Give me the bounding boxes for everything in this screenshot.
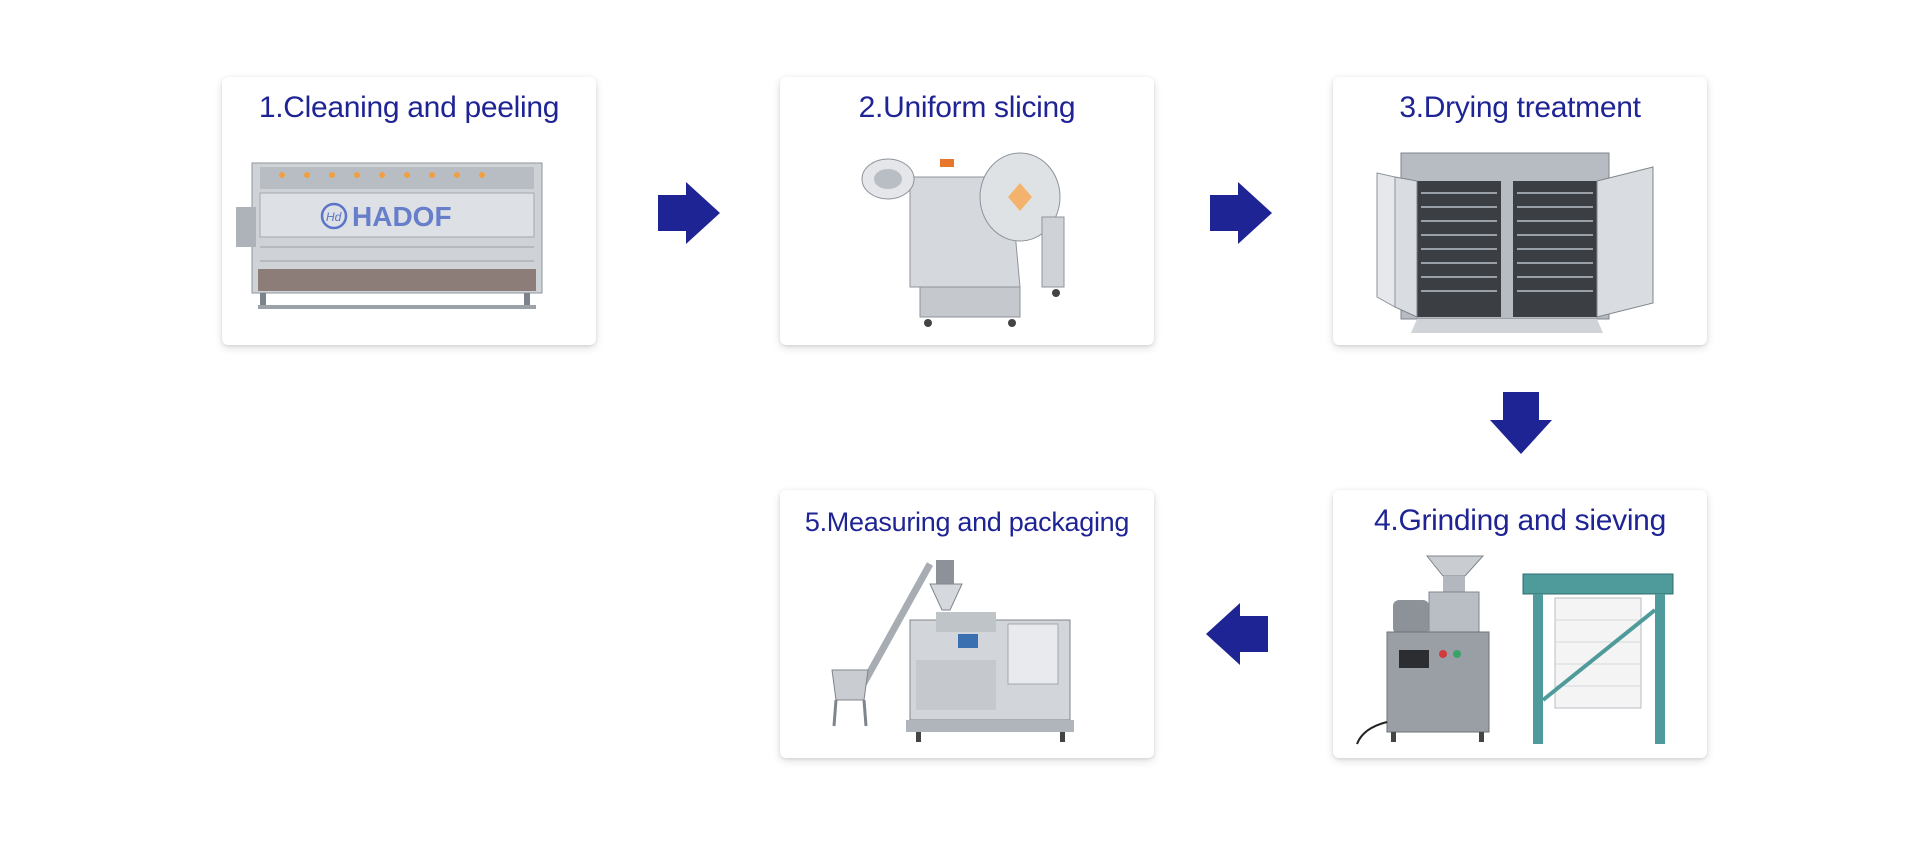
step-title: 2.Uniform slicing <box>858 91 1076 124</box>
step-card-cleaning-peeling: 1.Cleaning and peeling Hd HADOF <box>222 77 596 345</box>
cleaning-peeling-machine-image: Hd HADOF <box>236 162 543 309</box>
step-title: 1.Cleaning and peeling <box>258 91 560 124</box>
step-title: 5.Measuring and packaging <box>804 507 1130 537</box>
slicing-machine-image <box>861 152 1065 327</box>
arrow-right-icon <box>658 182 720 244</box>
arrow-down-icon <box>1490 392 1552 454</box>
step-card-drying-treatment: 3.Drying treatment <box>1333 77 1707 345</box>
arrow-right-icon <box>1210 182 1272 244</box>
packaging-machine-image <box>831 560 1074 742</box>
brand-watermark: HADOF <box>352 201 452 232</box>
drying-oven-image <box>1376 152 1654 333</box>
arrow-left-icon <box>1206 603 1268 665</box>
grinder-and-sieve-machine-image <box>1356 555 1674 745</box>
step-title: 3.Drying treatment <box>1399 91 1641 124</box>
svg-text:Hd: Hd <box>326 210 342 224</box>
step-title: 4.Grinding and sieving <box>1374 504 1666 537</box>
step-card-uniform-slicing: 2.Uniform slicing <box>780 77 1154 345</box>
step-card-grinding-sieving: 4.Grinding and sieving <box>1333 490 1707 758</box>
step-card-measuring-packaging: 5.Measuring and packaging <box>780 490 1154 758</box>
